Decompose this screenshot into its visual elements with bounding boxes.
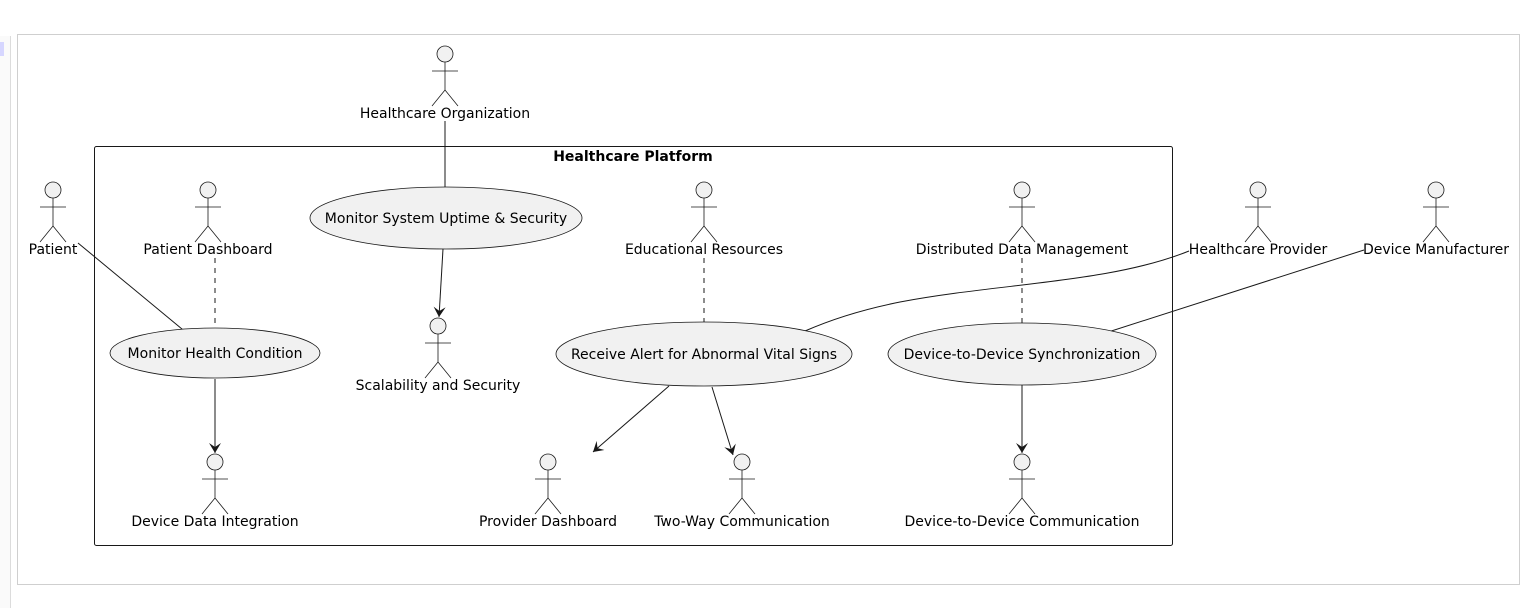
actor-scalability-and-security-icon	[424, 317, 452, 379]
actor-healthcare-organization-label: Healthcare Organization	[360, 106, 530, 122]
usecase-monitor-system-uptime[interactable]	[309, 186, 583, 250]
link-uptime-scalability	[433, 248, 446, 318]
usecase-receive-alert[interactable]	[555, 321, 853, 387]
left-rail	[0, 36, 11, 608]
system-boundary	[94, 146, 1173, 546]
link-provider-alert	[804, 250, 1190, 332]
actor-provider-dashboard-label: Provider Dashboard	[479, 514, 617, 530]
actor-device-manufacturer-label: Device Manufacturer	[1363, 242, 1509, 258]
actor-device-to-device-communication-label: Device-to-Device Communication	[905, 514, 1140, 530]
usecase-device-sync-label: Device-to-Device Synchronization	[904, 347, 1141, 363]
link-alert-twoway	[711, 386, 736, 456]
actor-educational-resources-icon	[690, 181, 718, 243]
actor-two-way-communication-label: Two-Way Communication	[653, 514, 830, 530]
actor-two-way-communication-icon	[728, 453, 756, 515]
usecase-monitor-health-condition-label: Monitor Health Condition	[128, 346, 303, 362]
system-title: Healthcare Platform	[553, 149, 713, 165]
link-manufacturer-sync	[1101, 249, 1365, 335]
link-patient-monitor	[77, 242, 189, 335]
usecase-monitor-system-uptime-label: Monitor System Uptime & Security	[325, 211, 567, 227]
actor-patient-dashboard-label: Patient Dashboard	[143, 242, 272, 258]
usecase-device-sync[interactable]	[887, 322, 1157, 386]
actor-device-data-integration-icon	[201, 453, 229, 515]
actor-distributed-data-management-label: Distributed Data Management	[916, 242, 1129, 258]
actor-provider-dashboard-icon	[534, 453, 562, 515]
diagram-frame	[17, 34, 1520, 585]
actor-educational-resources-label: Educational Resources	[625, 242, 783, 258]
actor-healthcare-provider-label: Healthcare Provider	[1189, 242, 1328, 258]
actor-distributed-data-management-icon	[1008, 181, 1036, 243]
link-alert-provider-dashboard	[592, 385, 670, 453]
rail-marker	[0, 42, 4, 56]
actor-device-manufacturer-icon	[1422, 181, 1450, 243]
actor-healthcare-organization-icon	[431, 45, 459, 107]
actor-patient-label: Patient	[29, 242, 78, 258]
usecase-receive-alert-label: Receive Alert for Abnormal Vital Signs	[571, 347, 837, 363]
usecase-monitor-health-condition[interactable]	[109, 327, 321, 379]
actor-device-data-integration-label: Device Data Integration	[131, 514, 298, 530]
actor-scalability-and-security-label: Scalability and Security	[356, 378, 521, 394]
actor-patient-dashboard-icon	[194, 181, 222, 243]
actor-healthcare-provider-icon	[1244, 181, 1272, 243]
actor-device-to-device-communication-icon	[1008, 453, 1036, 515]
actor-patient-icon	[39, 181, 67, 243]
